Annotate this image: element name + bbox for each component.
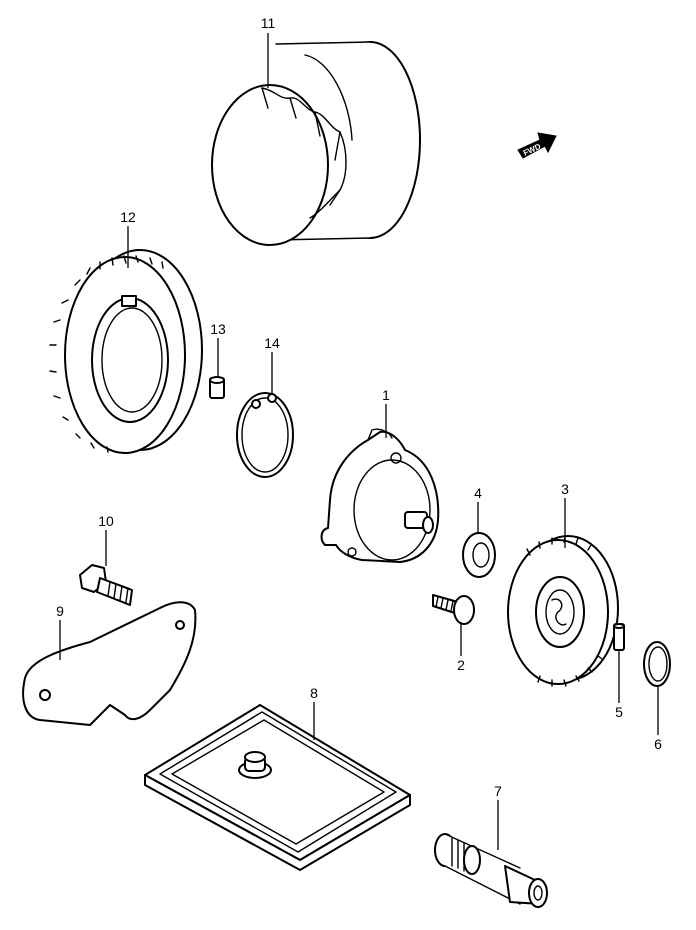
callout-2: 2 [457,657,465,673]
oil-sump-plate[interactable] [22,601,197,726]
forward-arrow-icon: FWD [517,132,557,159]
oil-pump-sprocket[interactable] [49,249,203,454]
oil-strainer[interactable] [144,704,411,871]
dowel-pin[interactable] [209,376,225,399]
callout-13: 13 [210,321,226,337]
callout-4: 4 [474,485,482,501]
callout-14: 14 [264,335,280,351]
oil-pump[interactable] [320,428,440,563]
flange-bolt[interactable] [79,564,133,606]
oil-pump-driven-gear[interactable] [507,535,619,687]
callout-10: 10 [98,513,114,529]
callout-labels: 11 12 13 14 1 4 3 10 9 2 5 6 8 7 [56,15,662,799]
oil-filter[interactable] [211,41,421,246]
callout-11: 11 [261,15,276,31]
washer[interactable] [462,532,496,578]
callout-5: 5 [615,704,623,720]
pan-head-screw[interactable] [432,594,475,625]
fwd-label: FWD [522,142,543,158]
callout-3: 3 [561,481,569,497]
union-bolt[interactable] [434,833,548,908]
callout-1: 1 [382,387,390,403]
callout-12: 12 [120,209,136,225]
callout-7: 7 [494,783,502,799]
leader-lines [59,33,659,850]
callout-8: 8 [310,685,318,701]
callout-6: 6 [654,736,662,752]
callout-9: 9 [56,603,64,619]
circlip-large[interactable] [236,392,294,478]
circlip-small[interactable] [643,641,671,687]
small-pin[interactable] [613,623,625,651]
